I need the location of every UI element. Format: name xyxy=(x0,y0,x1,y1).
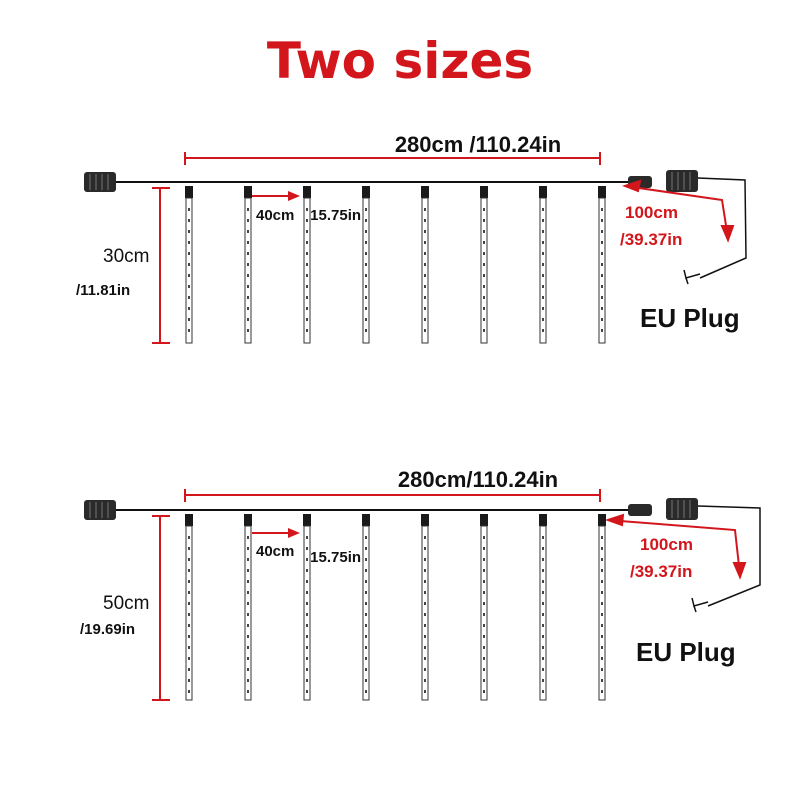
led-tube xyxy=(185,514,193,701)
led-tube xyxy=(480,514,488,701)
total-length-dimension xyxy=(184,489,601,502)
end-cap-connector xyxy=(84,500,116,520)
tube-length-cm: 30cm xyxy=(103,246,149,267)
power-lead xyxy=(697,505,761,607)
tube-length-dimension xyxy=(152,515,170,701)
diagram-30cm: 280cm /110.24in 100cm /39.37in EU xyxy=(76,132,747,344)
eu-plug-icon xyxy=(683,269,701,285)
total-length-label: 280cm/110.24in xyxy=(398,467,558,492)
tube-spacing-cm: 40cm xyxy=(256,207,294,224)
tube-length-in: /19.69in xyxy=(80,621,135,638)
plug-type-label: EU Plug xyxy=(636,637,736,667)
led-tube xyxy=(421,186,429,344)
led-tube xyxy=(244,514,252,701)
led-tube-group xyxy=(185,186,606,344)
lead-length-in: /39.37in xyxy=(620,230,682,249)
led-tube xyxy=(539,186,547,344)
led-tube xyxy=(598,514,606,701)
led-tube xyxy=(185,186,193,344)
lead-length-cm: 100cm xyxy=(640,535,693,554)
led-tube xyxy=(303,186,311,344)
lead-length-cm: 100cm xyxy=(625,203,678,222)
tube-length-cm: 50cm xyxy=(103,593,149,614)
tube-length-in: /11.81in xyxy=(76,282,130,299)
led-tube xyxy=(480,186,488,344)
spacing-arrow xyxy=(252,528,300,538)
male-connector xyxy=(628,504,652,516)
power-lead xyxy=(697,177,747,279)
tube-spacing-cm: 40cm xyxy=(256,543,294,560)
diagram-50cm: 280cm/110.24in 100cm /39.37in EU Plug xyxy=(80,467,761,701)
female-connector xyxy=(666,170,698,192)
end-cap-connector xyxy=(84,172,116,192)
tube-spacing-in: /15.75in xyxy=(306,207,361,224)
led-tube xyxy=(362,186,370,344)
total-length-dimension xyxy=(184,152,601,165)
led-tube xyxy=(244,186,252,344)
female-connector xyxy=(666,498,698,520)
led-tube xyxy=(421,514,429,701)
led-tube-group xyxy=(185,514,606,701)
led-tube xyxy=(362,514,370,701)
eu-plug-icon xyxy=(691,597,709,613)
led-tube xyxy=(303,514,311,701)
page-title: Two sizes xyxy=(267,32,533,90)
led-tube xyxy=(539,514,547,701)
lead-length-arrow xyxy=(622,179,735,243)
total-length-label: 280cm /110.24in xyxy=(395,132,561,157)
tube-spacing-in: /15.75in xyxy=(306,549,361,566)
tube-length-dimension xyxy=(152,187,170,344)
lead-length-in: /39.37in xyxy=(630,562,692,581)
plug-type-label: EU Plug xyxy=(640,303,740,333)
led-tube xyxy=(598,186,606,344)
spacing-arrow xyxy=(252,191,300,201)
lead-length-arrow xyxy=(604,513,747,580)
